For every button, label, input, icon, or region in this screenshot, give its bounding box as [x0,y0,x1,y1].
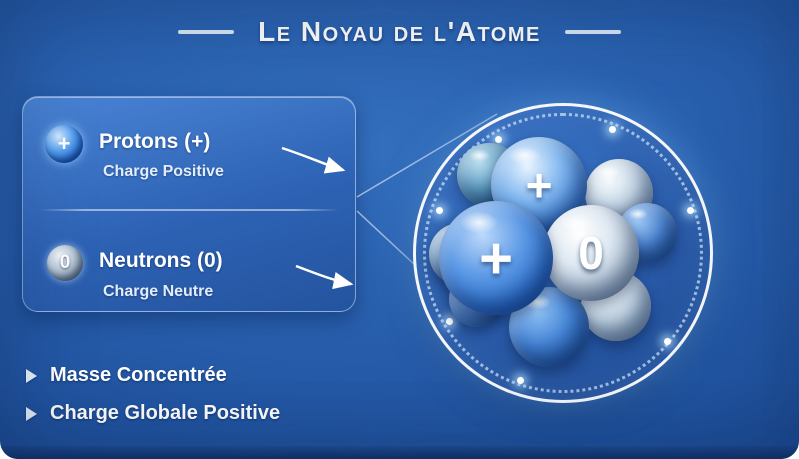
bullet-text: Charge Globale Positive [50,402,281,424]
neutron-icon: 0 [47,245,83,281]
proton-icon: + [45,125,83,163]
glow-dot [609,126,616,133]
title-line-right [564,30,621,34]
page-title: Le Noyau de l'Atome [258,16,541,47]
title-line-left [178,30,235,34]
bullet-text: Masse Concentrée [50,364,227,386]
legend-panel: + Protons (+) Charge Positive 0 Neutrons… [22,96,356,312]
neutron-sphere: 0 [543,205,639,301]
glow-dot [687,207,694,214]
bullet-charge: Charge Globale Positive [26,402,280,425]
neutron-label: Neutrons (0) [99,249,223,272]
neutron-sphere-symbol: 0 [578,227,604,279]
proton-sphere: + [439,201,553,315]
proton-label: Protons (+) [99,130,211,153]
nucleus-dot-ring [423,113,703,393]
nucleus-illustration: + 0 + [413,103,713,403]
header: Le Noyau de l'Atome [0,10,799,54]
glow-dot [517,377,524,384]
neutron-sublabel: Charge Neutre [103,283,214,300]
bottom-bar [0,446,799,459]
neutron-icon-symbol: 0 [59,252,71,273]
proton-sphere-symbol: + [479,225,513,291]
glow-dot [436,207,443,214]
triangle-bullet-icon [26,368,37,383]
glow-dot [495,136,502,143]
proton-sublabel: Charge Positive [103,163,224,180]
glow-dot [664,338,671,345]
bullet-masse: Masse Concentrée [26,364,227,387]
legend-divider [39,209,339,211]
triangle-bullet-icon [26,406,37,421]
proton-sphere-symbol: + [525,159,553,211]
proton-icon-symbol: + [57,131,71,156]
glow-dot [446,318,453,325]
